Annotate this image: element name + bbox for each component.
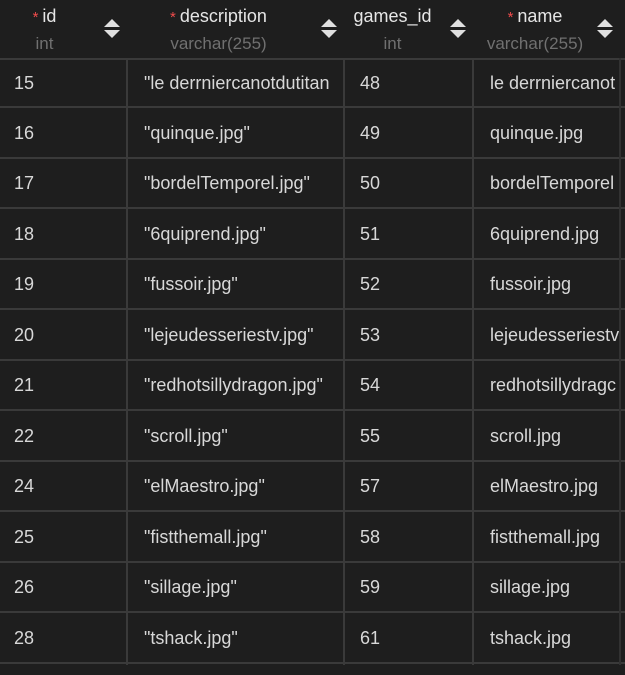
cell-id[interactable]: 24	[14, 475, 35, 496]
cell-description[interactable]: "fussoir.jpg"	[144, 273, 238, 294]
table-row[interactable]: 28 "tshack.jpg" 61 tshack.jpg	[0, 614, 625, 664]
column-name: *description	[93, 6, 344, 27]
column-type: int	[383, 34, 402, 53]
cell-games-id[interactable]: 52	[360, 273, 381, 294]
cell-games-id[interactable]: 48	[360, 72, 381, 93]
cell-description[interactable]: "le derrniercanotdutitan	[144, 72, 330, 93]
sort-updown-icon[interactable]	[450, 19, 466, 39]
cell-games-id[interactable]: 49	[360, 122, 381, 143]
column-type: int	[35, 34, 54, 53]
column-type: varchar(255)	[486, 34, 584, 53]
table-row[interactable]: 20 "lejeudesseriestv.jpg" 53 lejeudesseries…	[0, 311, 625, 361]
cell-name[interactable]: quinque.jpg	[490, 122, 584, 143]
cell-name[interactable]: tshack.jpg	[490, 627, 572, 648]
column-name-text: games_id	[353, 6, 432, 26]
table-row[interactable]: 24 "elMaestro.jpg" 57 elMaestro.jpg	[0, 462, 625, 512]
column-name-text: id	[42, 6, 57, 26]
table-row[interactable]: 16 "quinque.jpg" 49 quinque.jpg	[0, 109, 625, 159]
column-divider[interactable]	[126, 58, 128, 665]
cell-description[interactable]: "quinque.jpg"	[144, 122, 250, 143]
cell-id[interactable]: 18	[14, 223, 35, 244]
cell-name[interactable]: fistthemall.jpg	[490, 526, 601, 547]
cell-description[interactable]: "elMaestro.jpg"	[144, 475, 265, 496]
cell-name[interactable]: lejeudesseriestv	[490, 324, 620, 345]
column-divider[interactable]	[619, 58, 621, 665]
cell-name[interactable]: bordelTemporel	[490, 172, 615, 193]
cell-description[interactable]: "bordelTemporel.jpg"	[144, 172, 310, 193]
grid-header: *id int *description varchar(255) games_…	[0, 0, 625, 58]
column-name: *name	[445, 6, 625, 27]
cell-id[interactable]: 19	[14, 273, 35, 294]
cell-games-id[interactable]: 51	[360, 223, 381, 244]
cell-name[interactable]: 6quiprend.jpg	[490, 223, 600, 244]
column-divider[interactable]	[472, 58, 474, 665]
cell-id[interactable]: 15	[14, 72, 35, 93]
column-header-name[interactable]: *name varchar(255)	[473, 0, 625, 58]
cell-description[interactable]: "6quiprend.jpg"	[144, 223, 266, 244]
cell-name[interactable]: le derrniercanot	[490, 72, 616, 93]
column-header-id[interactable]: *id int	[0, 0, 127, 58]
cell-id[interactable]: 16	[14, 122, 35, 143]
cell-name[interactable]: elMaestro.jpg	[490, 475, 599, 496]
grid-body: 15 "le derrniercanotdutitan 48 le derrnierc…	[0, 58, 625, 665]
table-row[interactable]: 19 "fussoir.jpg" 52 fussoir.jpg	[0, 260, 625, 310]
table-row[interactable]: 17 "bordelTemporel.jpg" 50 bordelTemporel	[0, 159, 625, 209]
cell-name[interactable]: redhotsillydragc	[490, 374, 617, 395]
column-name-text: description	[179, 6, 267, 26]
cell-description[interactable]: "redhotsillydragon.jpg"	[144, 374, 323, 395]
table-row[interactable]: 18 "6quiprend.jpg" 51 6quiprend.jpg	[0, 210, 625, 260]
cell-description[interactable]: "scroll.jpg"	[144, 425, 228, 446]
cell-id[interactable]: 21	[14, 374, 35, 395]
cell-games-id[interactable]: 57	[360, 475, 381, 496]
cell-games-id[interactable]: 59	[360, 576, 381, 597]
cell-id[interactable]: 20	[14, 324, 35, 345]
cell-description[interactable]: "fistthemall.jpg"	[144, 526, 267, 547]
column-name-text: name	[517, 6, 563, 26]
cell-games-id[interactable]: 53	[360, 324, 381, 345]
column-header-description[interactable]: *description varchar(255)	[127, 0, 344, 58]
table-row[interactable]: 26 "sillage.jpg" 59 sillage.jpg	[0, 563, 625, 613]
table-row[interactable]: 15 "le derrniercanotdutitan 48 le derrnierc…	[0, 58, 625, 108]
cell-games-id[interactable]: 58	[360, 526, 381, 547]
cell-description[interactable]: "sillage.jpg"	[144, 576, 237, 597]
required-marker: *	[507, 9, 514, 26]
table-row[interactable]: 21 "redhotsillydragon.jpg" 54 redhotsillydr…	[0, 361, 625, 411]
column-type: varchar(255)	[170, 34, 267, 53]
cell-games-id[interactable]: 54	[360, 374, 381, 395]
cell-name[interactable]: fussoir.jpg	[490, 273, 572, 294]
cell-description[interactable]: "lejeudesseriestv.jpg"	[144, 324, 314, 345]
cell-id[interactable]: 25	[14, 526, 35, 547]
cell-description[interactable]: "tshack.jpg"	[144, 627, 238, 648]
cell-name[interactable]: scroll.jpg	[490, 425, 562, 446]
table-row[interactable]: 25 "fistthemall.jpg" 58 fistthemall.jpg	[0, 513, 625, 563]
cell-games-id[interactable]: 50	[360, 172, 381, 193]
sort-updown-icon[interactable]	[104, 19, 120, 39]
cell-games-id[interactable]: 61	[360, 627, 381, 648]
sort-updown-icon[interactable]	[321, 19, 337, 39]
column-divider[interactable]	[343, 58, 345, 665]
cell-id[interactable]: 28	[14, 627, 35, 648]
cell-id[interactable]: 26	[14, 576, 35, 597]
cell-id[interactable]: 22	[14, 425, 35, 446]
sort-updown-icon[interactable]	[597, 19, 613, 39]
required-marker: *	[32, 9, 39, 26]
cell-id[interactable]: 17	[14, 172, 35, 193]
column-name: *id	[0, 6, 127, 27]
cell-name[interactable]: sillage.jpg	[490, 576, 571, 597]
required-marker: *	[170, 9, 176, 26]
cell-games-id[interactable]: 55	[360, 425, 381, 446]
column-header-games-id[interactable]: games_id int	[344, 0, 473, 58]
table-row[interactable]: 22 "scroll.jpg" 55 scroll.jpg	[0, 412, 625, 462]
column-name: games_id	[312, 6, 473, 27]
